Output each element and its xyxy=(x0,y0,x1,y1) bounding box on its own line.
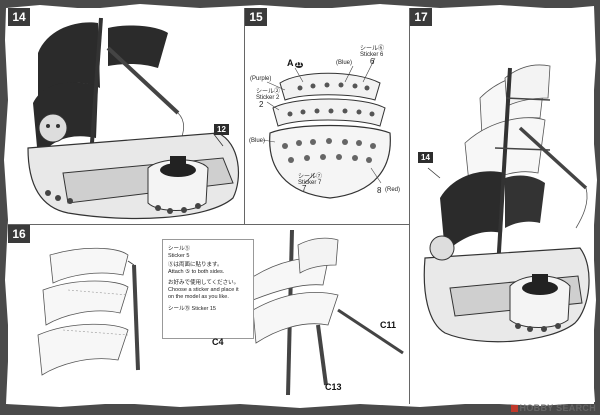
step-15-illustration xyxy=(262,57,391,199)
step-14-number: 14 xyxy=(8,8,30,26)
part-c13: C13 xyxy=(325,382,342,392)
step-15-num-6: 6 xyxy=(370,57,375,66)
step-15-sticker-top: シール⑥ Sticker 6 xyxy=(360,46,385,58)
note-line-4: Attach ⑤ to both sides. xyxy=(168,269,225,275)
note-line-5: お好みで使用してください。 xyxy=(168,280,240,286)
step-14-part-callout: 12 xyxy=(214,124,229,135)
watermark-logo-icon xyxy=(510,405,518,413)
step-15-num-8: 8 xyxy=(377,186,382,195)
step-17-number: 17 xyxy=(410,8,432,26)
note-line-2: Sticker 5 xyxy=(168,253,190,259)
step-16-illustration xyxy=(37,229,404,396)
step-15-number: 15 xyxy=(245,8,267,26)
step-15-sticker-7: シール⑦ Sticker 7 xyxy=(298,174,323,186)
part-c4: C4 xyxy=(212,337,224,347)
step-15-red: (Red) xyxy=(385,187,401,193)
step-15-num-2: 2 xyxy=(259,100,264,109)
step-17-part-callout: 14 xyxy=(418,152,433,163)
note-line-1: シール⑤ xyxy=(168,246,191,252)
step-16-number: 16 xyxy=(8,225,30,243)
note-sticker-label: シール⑮ Sticker 15 xyxy=(168,306,216,312)
step-14-illustration xyxy=(27,17,239,220)
step-15-num-7: 7 xyxy=(302,184,307,193)
step-17-illustration xyxy=(423,64,590,343)
sticker-note-box: シール⑤ Sticker 5 ⑤は両面に貼ります。 Attach ⑤ to bo… xyxy=(162,239,254,339)
note-line-7: on the model as you like. xyxy=(168,294,229,300)
part-c11: C11 xyxy=(380,320,397,330)
note-line-3: ⑤は両面に貼ります。 xyxy=(168,262,223,268)
step-15-sticker-2: シール② Sticker 2 xyxy=(256,89,281,101)
step-15-blue-left: (Blue) xyxy=(249,138,266,144)
step-15-blue-top: (Blue) xyxy=(336,60,353,66)
note-line-6: Choose a sticker and place it xyxy=(168,287,239,293)
watermark: HOBBY SEARCH xyxy=(510,403,596,413)
step-15-purple: (Purple) xyxy=(250,76,272,82)
